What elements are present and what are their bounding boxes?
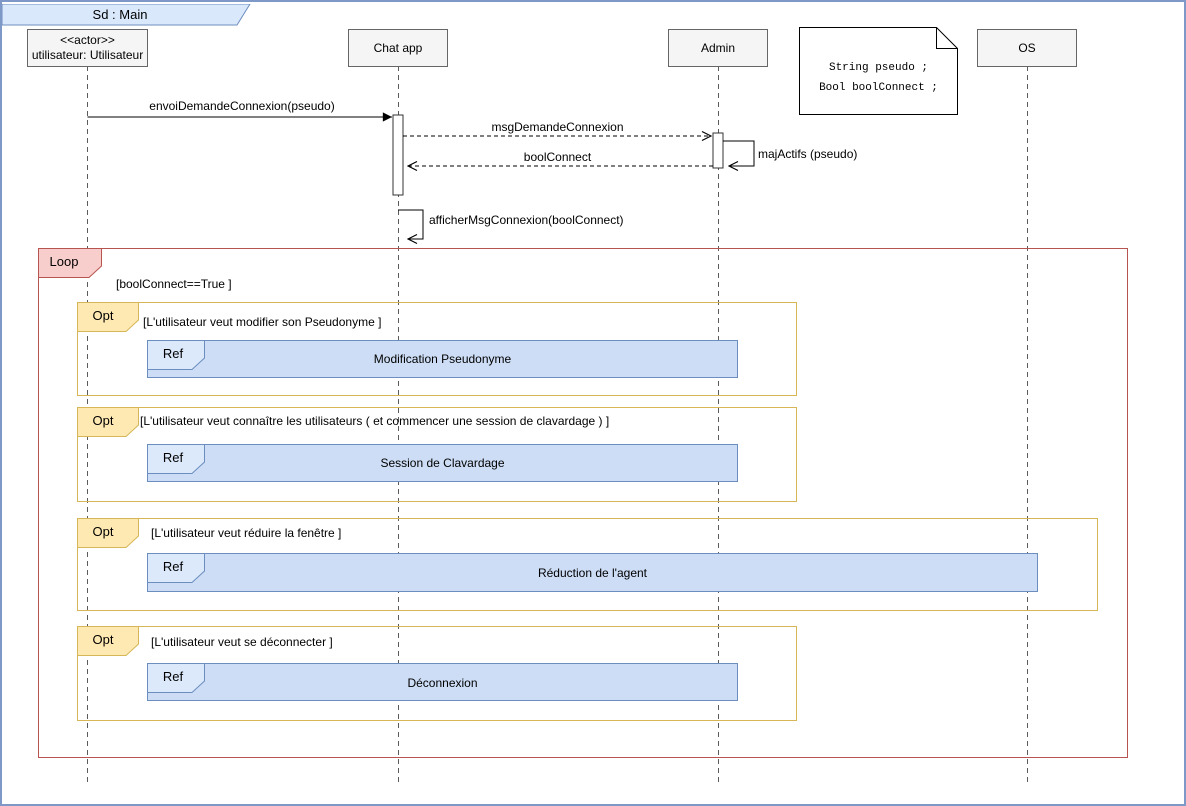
participant-utilisateur-name: utilisateur: Utilisateur — [31, 48, 144, 62]
ref-reduction-de-l-agent-tab-label: Ref — [162, 559, 184, 574]
opt-fragment-2-guard: [L'utilisateur veut connaître les utilis… — [140, 414, 610, 428]
note-line-1: String pseudo ; — [828, 62, 929, 74]
opt-fragment-4-guard: [L'utilisateur veut se déconnecter ] — [151, 635, 333, 649]
opt-fragment-4-label: Opt — [92, 632, 114, 647]
activation-bar-admin[interactable] — [712, 132, 724, 169]
note-line-2: Bool boolConnect ; — [819, 82, 938, 94]
message-afficher-msg-connexion-label: afficherMsgConnexion(boolConnect) — [429, 213, 624, 227]
ref-session-de-clavardage-name: Session de Clavardage — [380, 456, 505, 470]
ref-session-de-clavardage-tab-shape — [147, 444, 205, 474]
message-maj-actifs-label: majActifs (pseudo) — [758, 147, 858, 161]
message-afficher-msg-connexion-self-arrow[interactable] — [398, 209, 424, 239]
participant-utilisateur-stereotype: <<actor>> — [60, 33, 115, 47]
ref-reduction-de-l-agent-name: Réduction de l'agent — [537, 566, 648, 580]
note-fold-icon — [936, 27, 958, 49]
participant-admin[interactable]: Admin — [668, 29, 768, 67]
opt-fragment-4-tab[interactable]: Opt — [77, 626, 139, 656]
ref-modification-pseudonyme-tab[interactable]: Ref — [147, 340, 205, 370]
loop-operator-tab[interactable]: Loop — [38, 248, 102, 278]
opt-fragment-1-label: Opt — [92, 308, 114, 323]
message-envoi-demande-connexion-label: envoiDemandeConnexion(pseudo) — [149, 99, 335, 113]
message-maj-actifs-self-arrow[interactable] — [723, 140, 755, 166]
participant-admin-name: Admin — [700, 40, 735, 55]
diagram-title-tab[interactable]: Sd : Main — [2, 3, 252, 26]
ref-session-de-clavardage-tab[interactable]: Ref — [147, 444, 205, 474]
loop-operator-tab-shape — [38, 248, 102, 278]
loop-fragment-frame[interactable] — [38, 248, 1128, 758]
ref-deconnexion-name: Déconnexion — [407, 676, 478, 690]
opt-fragment-2-label: Opt — [92, 413, 114, 428]
message-msg-demande-connexion-label: msgDemandeConnexion — [491, 120, 624, 134]
opt-fragment-1-tab-shape — [77, 302, 139, 332]
opt-fragment-2-tab-shape — [77, 407, 139, 437]
opt-fragment-3-label: Opt — [92, 524, 114, 539]
note-variables[interactable]: String pseudo ; Bool boolConnect ; — [799, 27, 958, 115]
note-shape — [799, 27, 958, 115]
ref-modification-pseudonyme[interactable] — [147, 340, 738, 378]
opt-fragment-4-frame[interactable] — [77, 626, 797, 721]
ref-session-de-clavardage-tab-label: Ref — [162, 450, 184, 465]
ref-modification-pseudonyme-tab-shape — [147, 340, 205, 370]
ref-session-de-clavardage[interactable] — [147, 444, 738, 482]
ref-reduction-de-l-agent-tab-shape — [147, 553, 205, 583]
note-text: String pseudo ; Bool boolConnect ; — [799, 58, 958, 98]
opt-fragment-3-tab-shape — [77, 518, 139, 548]
opt-fragment-2-frame[interactable] — [77, 407, 797, 502]
activation-bar-chat-app[interactable] — [392, 114, 404, 196]
opt-fragment-3-guard: [L'utilisateur veut réduire la fenêtre ] — [151, 526, 342, 540]
message-bool-connect-label: boolConnect — [523, 150, 592, 164]
participant-chat-app[interactable]: Chat app — [348, 29, 448, 67]
opt-fragment-1-frame[interactable] — [77, 302, 797, 396]
opt-fragment-2-tab[interactable]: Opt — [77, 407, 139, 437]
participant-os[interactable]: OS — [977, 29, 1077, 67]
opt-fragment-1-tab[interactable]: Opt — [77, 302, 139, 332]
ref-deconnexion-tab-label: Ref — [162, 669, 184, 684]
ref-deconnexion[interactable] — [147, 663, 738, 701]
participant-utilisateur[interactable]: <<actor>> utilisateur: Utilisateur — [27, 29, 148, 67]
ref-reduction-de-l-agent-tab[interactable]: Ref — [147, 553, 205, 583]
loop-guard: [boolConnect==True ] — [116, 277, 232, 291]
ref-deconnexion-tab-shape — [147, 663, 205, 693]
diagram-title-tab-shape — [2, 3, 251, 26]
participant-os-name: OS — [1018, 40, 1036, 55]
ref-modification-pseudonyme-tab-label: Ref — [162, 346, 184, 361]
ref-modification-pseudonyme-name: Modification Pseudonyme — [373, 352, 512, 366]
diagram-title: Sd : Main — [92, 7, 148, 22]
opt-fragment-3-frame[interactable] — [77, 518, 1098, 611]
loop-operator-label: Loop — [49, 254, 79, 269]
opt-fragment-3-tab[interactable]: Opt — [77, 518, 139, 548]
opt-fragment-4-tab-shape — [77, 626, 139, 656]
opt-fragment-1-guard: [L'utilisateur veut modifier son Pseudon… — [143, 315, 382, 329]
participant-chat-app-name: Chat app — [373, 40, 423, 55]
ref-deconnexion-tab[interactable]: Ref — [147, 663, 205, 693]
ref-reduction-de-l-agent[interactable] — [147, 553, 1038, 592]
